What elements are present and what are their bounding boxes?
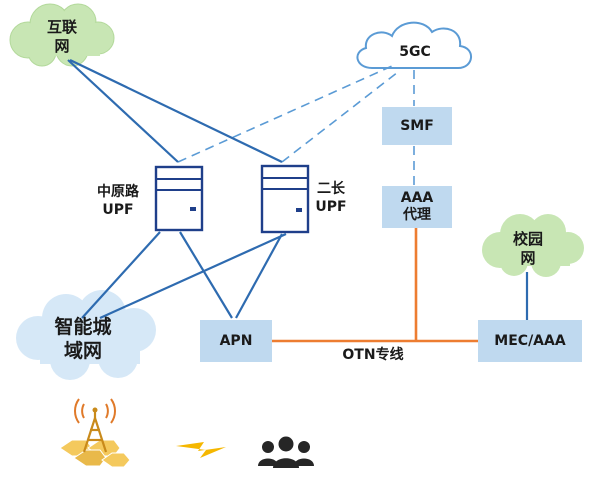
upf-zhongyuanlu-server-icon: [154, 165, 204, 232]
internet-upf2-link: [69, 59, 283, 163]
upf-erchang-server-icon: [260, 164, 310, 234]
upf-zhongyuanlu-label: 中原路 UPF: [97, 184, 139, 218]
upf2-city-link: [99, 232, 287, 320]
campus-cloud-icon: [482, 214, 584, 277]
user-group-icon: [258, 436, 314, 468]
campus-network-label: 校园 网: [512, 230, 543, 267]
upf1-apn-link: [179, 231, 233, 319]
smf-node: SMF: [382, 107, 452, 145]
cell-tower-icon: [59, 398, 131, 468]
internet-cloud-icon: [9, 3, 115, 67]
upf-erchang-label: 二长 UPF: [315, 181, 347, 215]
upf1-5gc-dashed-link: [177, 65, 393, 163]
internet-upf1-link: [67, 59, 179, 163]
internet-label: 互联 网: [46, 18, 77, 55]
mec-aaa-label: MEC/AAA: [494, 332, 566, 349]
smart-city-cloud-icon: [16, 290, 156, 380]
otn-link-label: OTN专线: [342, 347, 404, 363]
smart-city-network-label: 智能城 域网: [54, 316, 112, 362]
5gc-label: 5GC: [399, 44, 431, 60]
aaa-proxy-node: AAA 代理: [382, 186, 452, 228]
upf2-5gc-dashed-link: [281, 71, 399, 163]
aaa-proxy-label: AAA 代理: [400, 190, 434, 223]
apn-label: APN: [219, 332, 253, 349]
smf-label: SMF: [400, 117, 434, 134]
5gc-cloud-icon: [356, 21, 472, 69]
upf1-city-link: [81, 231, 161, 319]
mec-aaa-node: MEC/AAA: [478, 320, 582, 362]
lightning-icon: [176, 442, 226, 458]
upf2-apn-link: [235, 233, 283, 319]
apn-node: APN: [200, 320, 272, 362]
